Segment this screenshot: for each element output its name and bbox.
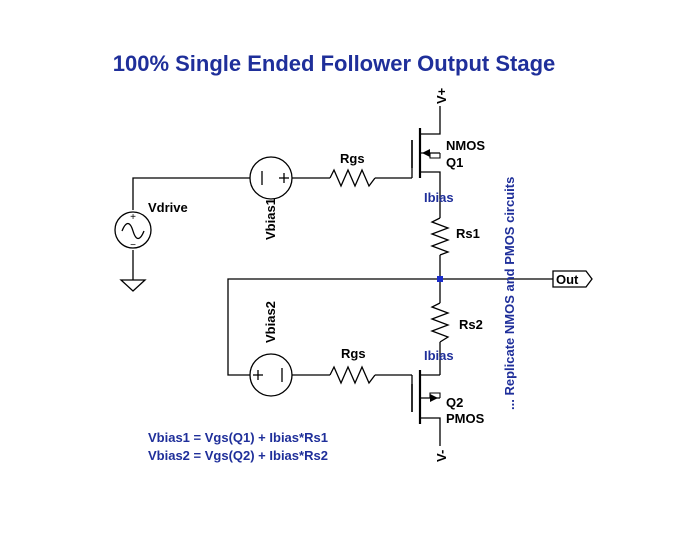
- rgs-bottom-resistor[interactable]: [329, 365, 376, 385]
- q2-pmos-transistor[interactable]: [411, 370, 441, 424]
- equation-vbias2: Vbias2 = Vgs(Q2) + Ibias*Rs2: [148, 448, 328, 463]
- q1-type-label: NMOS: [446, 138, 485, 153]
- rgs-top-resistor[interactable]: [329, 168, 376, 188]
- out-port[interactable]: [552, 270, 593, 288]
- ground-symbol: [119, 279, 147, 292]
- vdrive-label: Vdrive: [148, 200, 188, 215]
- q1-name-label: Q1: [446, 155, 463, 170]
- output-node-dot: [437, 276, 443, 282]
- vbias1-label: Vbias1: [263, 198, 278, 240]
- vdrive-minus-sign: −: [130, 240, 136, 251]
- positive-rail-label: V+: [434, 87, 449, 104]
- rgs-top-label: Rgs: [340, 151, 365, 166]
- vbias2-source[interactable]: [249, 353, 293, 397]
- schematic-title: 100% Single Ended Follower Output Stage: [113, 51, 556, 76]
- vbias2-label: Vbias2: [263, 301, 278, 343]
- vdrive-plus-sign: +: [130, 212, 136, 223]
- negative-rail-label: V-: [434, 450, 449, 462]
- q2-name-label: Q2: [446, 395, 463, 410]
- replicate-note: ... Replicate NMOS and PMOS circuits: [502, 177, 517, 410]
- ibias-bottom-label: Ibias: [424, 348, 454, 363]
- rs2-resistor[interactable]: [430, 302, 450, 343]
- vbias1-source[interactable]: [249, 156, 293, 200]
- q1-nmos-transistor[interactable]: [411, 128, 441, 178]
- rgs-bottom-label: Rgs: [341, 346, 366, 361]
- q2-type-label: PMOS: [446, 411, 485, 426]
- ibias-top-label: Ibias: [424, 190, 454, 205]
- vdrive-source[interactable]: + −: [114, 211, 152, 251]
- rs1-label: Rs1: [456, 226, 480, 241]
- out-port-label: Out: [556, 272, 579, 287]
- rs2-label: Rs2: [459, 317, 483, 332]
- rs1-resistor[interactable]: [430, 217, 450, 256]
- equation-vbias1: Vbias1 = Vgs(Q1) + Ibias*Rs1: [148, 430, 328, 445]
